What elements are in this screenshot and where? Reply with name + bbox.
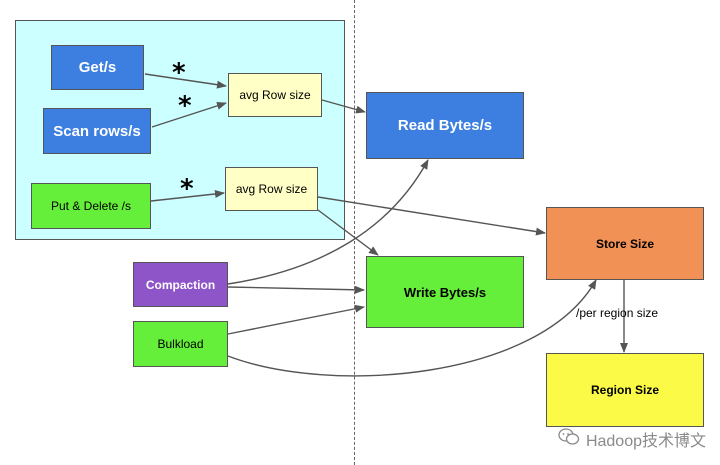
scan-label: Scan rows/s [53, 122, 141, 140]
store-size-node: Store Size [546, 207, 704, 280]
multiply-symbol-put: * [180, 174, 194, 204]
bulkload-node: Bulkload [133, 321, 228, 367]
watermark-text: Hadoop技术博文 [585, 433, 706, 450]
avg-row-size-write-node: avg Row size [225, 167, 318, 211]
avg-row-size-read-node: avg Row size [228, 73, 322, 117]
arrow-bulkload-to-write [227, 304, 365, 335]
arrow-bulkload-to-store [227, 279, 597, 377]
region-size-node: Region Size [546, 353, 704, 427]
compaction-label: Compaction [145, 277, 216, 292]
region-size-label: Region Size [590, 383, 659, 397]
put-delete-node: Put & Delete /s [31, 183, 151, 229]
arrow-put-to-avg [150, 190, 225, 202]
multiply-symbol-scan: * [178, 91, 192, 121]
store-size-label: Store Size [595, 236, 655, 251]
avg-row-write-label: avg Row size [235, 182, 308, 196]
watermark: Hadoop技术博文 [558, 427, 706, 451]
wechat-icon [558, 427, 580, 451]
per-region-size-label: /per region size [576, 306, 659, 320]
put-delete-label: Put & Delete /s [50, 199, 132, 213]
arrow-avg-to-read [321, 99, 366, 114]
dashed-divider [354, 0, 355, 465]
arrow-compaction-to-read [227, 159, 429, 285]
read-bytes-label: Read Bytes/s [397, 117, 493, 134]
read-bytes-node: Read Bytes/s [366, 92, 524, 159]
arrow-compaction-to-write [227, 285, 365, 294]
arrow-scan-to-avg [151, 101, 227, 128]
scan-rows-node: Scan rows/s [43, 108, 151, 154]
avg-row-read-label: avg Row size [239, 88, 311, 102]
multiply-symbol-get: * [172, 58, 186, 88]
get-per-second-node: Get/s [51, 45, 144, 90]
compaction-node: Compaction [133, 262, 228, 307]
write-bytes-node: Write Bytes/s [366, 256, 524, 328]
arrow-avg-to-store [317, 196, 546, 236]
arrow-get-to-avg [144, 73, 227, 89]
write-bytes-label: Write Bytes/s [403, 284, 487, 300]
arrow-avg-to-write [317, 209, 379, 256]
bulkload-label: Bulkload [157, 337, 204, 351]
get-label: Get/s [78, 59, 117, 76]
